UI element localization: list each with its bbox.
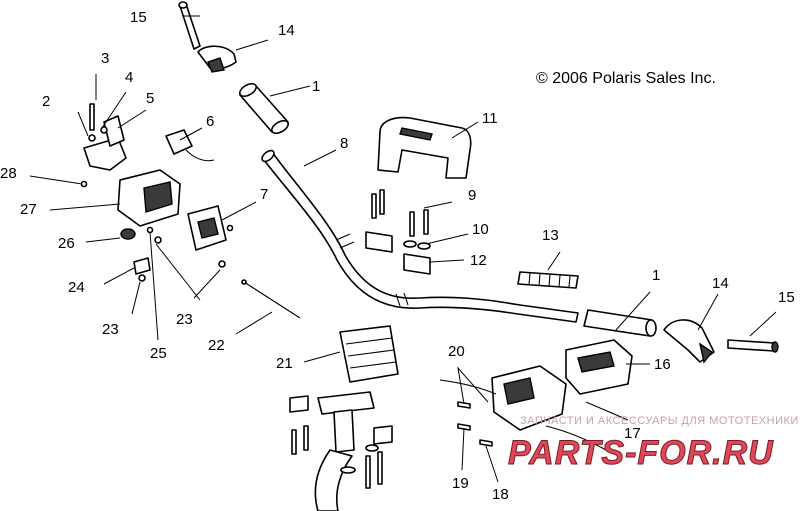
- cable-sleeve: [517, 271, 579, 289]
- clamp-bolts: [371, 189, 429, 237]
- grip-left: [239, 82, 289, 135]
- clamp-washers: [403, 240, 431, 250]
- master-cylinder: [439, 365, 607, 451]
- steering-post: [289, 391, 393, 511]
- callout-15-right: 15: [778, 289, 795, 306]
- callout-15-left: 15: [130, 9, 147, 26]
- callout-22: 22: [208, 337, 225, 354]
- callout-9: 9: [468, 187, 476, 204]
- callout-5: 5: [146, 90, 154, 107]
- callout-14-left: 14: [278, 22, 295, 39]
- switch-module: [165, 129, 215, 162]
- callout-20: 20: [448, 343, 465, 360]
- watermark: ЗАПЧАСТИ И АКСЕССУАРЫ ДЛЯ МОТОТЕХНИКИ PA…: [508, 415, 799, 473]
- bar-end-left: [178, 1, 201, 50]
- handguard-right: [663, 319, 715, 364]
- callout-11: 11: [482, 110, 498, 127]
- callout-8: 8: [340, 135, 348, 152]
- callout-1-right: 1: [652, 267, 660, 284]
- callout-21: 21: [276, 355, 293, 372]
- reservoir-cover: [565, 339, 633, 395]
- watermark-tagline: ЗАПЧАСТИ И АКСЕССУАРЫ ДЛЯ МОТОТЕХНИКИ: [520, 415, 799, 427]
- throttle-cable: [241, 279, 301, 319]
- callout-17: 17: [624, 425, 641, 442]
- callout-18: 18: [492, 486, 509, 503]
- callout-4: 4: [125, 69, 133, 86]
- bar-end-right: [727, 339, 779, 353]
- watermark-brand: PARTS-FOR.RU: [508, 434, 774, 472]
- callout-25: 25: [150, 345, 167, 362]
- mount-bracket: [83, 115, 127, 171]
- callout-23-left: 23: [102, 321, 119, 338]
- callout-23-right: 23: [176, 311, 193, 328]
- callout-10: 10: [472, 221, 489, 238]
- small-fasteners: [80, 103, 234, 282]
- callout-12: 12: [470, 252, 487, 269]
- bar-clamps: [365, 231, 431, 275]
- callout-13: 13: [542, 227, 559, 244]
- handlebar: [261, 149, 579, 323]
- steering-boot: [339, 325, 399, 383]
- callout-labels: 1 1 2 3 4 5 6 7 8 9 10 11 12 13 14 14 15…: [0, 9, 795, 503]
- callout-7: 7: [260, 186, 268, 203]
- callout-26: 26: [58, 235, 75, 252]
- callout-14-right: 14: [712, 275, 729, 292]
- handguard-left: [197, 45, 237, 73]
- callout-19: 19: [452, 475, 469, 492]
- callout-6: 6: [206, 113, 214, 130]
- callout-2: 2: [42, 93, 50, 110]
- copyright-notice: © 2006 Polaris Sales Inc.: [536, 70, 716, 87]
- cylinder-bolts: [457, 401, 493, 447]
- switch-housing: [117, 169, 181, 227]
- callout-28: 28: [0, 165, 17, 182]
- callout-24: 24: [68, 279, 85, 296]
- callout-1-left: 1: [312, 78, 320, 95]
- leader-lines: [29, 15, 777, 483]
- callout-3: 3: [101, 50, 109, 67]
- control-panel: [187, 205, 227, 251]
- crossbar-pad: [377, 116, 472, 179]
- callout-27: 27: [20, 201, 37, 218]
- callout-16: 16: [654, 356, 671, 373]
- grip-right: [583, 309, 657, 337]
